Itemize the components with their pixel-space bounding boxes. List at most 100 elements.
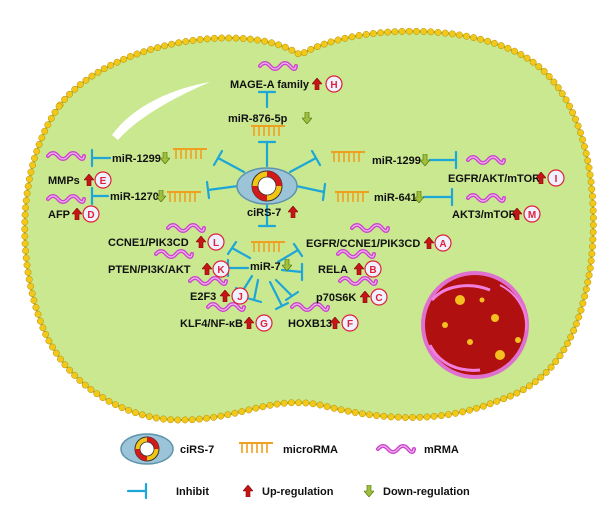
membrane-dot (585, 271, 593, 279)
membrane-dot (575, 313, 583, 321)
membrane-dot (344, 407, 352, 415)
badge-circle (364, 260, 382, 278)
inhibition-lines (90, 90, 458, 311)
target-label: PTEN/PI3K/AKT (108, 264, 191, 276)
membrane-dot (82, 76, 90, 84)
membrane-dot (36, 317, 44, 325)
membrane-dot (584, 278, 592, 286)
membrane-dot (125, 406, 133, 414)
badge-circle (82, 205, 100, 223)
membrane-dot (203, 414, 211, 422)
membrane-dot (307, 45, 315, 53)
membrane-dot (309, 400, 317, 408)
membrane-dot (587, 178, 595, 186)
membrane-dot (531, 378, 539, 386)
badge-circle (341, 314, 359, 332)
target-L: CCNE1/PIK3CD L (108, 233, 225, 251)
nucleus (421, 271, 529, 379)
target-I: EGFR/AKT/mTOR I (448, 169, 565, 187)
membrane-dot (140, 48, 148, 56)
membrane-dot (589, 221, 597, 229)
membrane-dot (452, 409, 459, 417)
membrane-dot (27, 168, 35, 176)
membrane-dot (577, 129, 584, 137)
membrane-dot (420, 28, 428, 35)
membrane-dot (358, 410, 366, 418)
target-E: MMPs E (48, 171, 112, 189)
membrane-dot (341, 34, 349, 42)
target-J: E2F3 J (190, 287, 249, 305)
badge-letter: C (375, 293, 382, 304)
membrane-dot (21, 232, 29, 240)
mirna-1270-label: miR-1270 (110, 191, 159, 203)
mrna-icon (376, 444, 416, 454)
membrane-dot (224, 411, 232, 419)
membrane-dot (444, 411, 452, 419)
membrane-dot (239, 35, 247, 42)
badge-circle (255, 314, 273, 332)
legend-item-microrna: microRMA (238, 442, 338, 456)
legend-up-label: Up-regulation (262, 486, 334, 498)
membrane-dot (76, 81, 84, 89)
badge-circle (325, 75, 343, 93)
membrane-dot (21, 225, 29, 233)
membrane-dot (427, 28, 435, 36)
membrane-dot (113, 58, 121, 66)
legend-mrna-label: mRMA (424, 444, 459, 456)
membrane-dot (111, 401, 119, 409)
membrane-dot (168, 40, 176, 48)
membrane-dot (572, 320, 580, 328)
membrane-dot (470, 34, 478, 42)
membrane-dot (87, 386, 95, 393)
membrane-dot (337, 406, 345, 414)
membrane-dot (195, 415, 203, 423)
membrane-dots (21, 27, 597, 424)
target-label: RELA (318, 264, 348, 276)
membrane-dot (88, 72, 96, 80)
membrane-dot (547, 363, 555, 371)
membrane-dot (479, 402, 487, 410)
badge-circle (434, 234, 452, 252)
highlight-shape (112, 82, 210, 140)
membrane-dot (545, 73, 553, 80)
membrane-dot (38, 134, 46, 142)
legend: ciRS-7 microRMA mRMA Inhibit Up-regulati… (120, 433, 470, 500)
membrane-dot (160, 415, 167, 423)
target-label: AKT3/mTOR (452, 209, 517, 221)
membrane-dot (327, 38, 335, 46)
membrane-dot (437, 412, 445, 420)
mirna-7-label: miR-7 (250, 261, 281, 273)
membrane-dot (71, 371, 79, 379)
target-C: p70S6K C (316, 288, 388, 306)
membrane-dot (405, 27, 413, 35)
membrane-dot (567, 333, 575, 341)
membrane-dot (316, 401, 324, 409)
membrane-dot (589, 199, 597, 207)
membrane-dot (49, 343, 56, 351)
membrane-dot (320, 40, 328, 48)
legend-item-inhibit: Inhibit (126, 482, 209, 500)
membrane-dot (22, 247, 30, 255)
legend-microrna-label: microRMA (283, 444, 338, 456)
membrane-dot (33, 147, 41, 155)
membrane-dot (218, 34, 226, 42)
membrane-dot (294, 50, 302, 58)
membrane-dot (523, 54, 531, 62)
membrane-dot (384, 28, 392, 36)
membrane-dot (175, 39, 183, 47)
membrane-dot (28, 290, 36, 297)
membrane-dot (579, 136, 587, 144)
badge-circle (547, 169, 565, 187)
membrane-dot (569, 109, 577, 117)
membrane-dot (22, 254, 30, 262)
membrane-dot (71, 85, 79, 93)
membrane-dot (387, 413, 395, 421)
membrane-dot (550, 78, 558, 86)
membrane-dot (225, 34, 233, 42)
membrane-dot (587, 257, 595, 265)
membrane-dot (409, 414, 417, 421)
membrane-dot (398, 27, 406, 35)
membrane-dot (31, 154, 38, 162)
membrane-dot (490, 39, 498, 47)
membrane-dot (581, 292, 589, 300)
